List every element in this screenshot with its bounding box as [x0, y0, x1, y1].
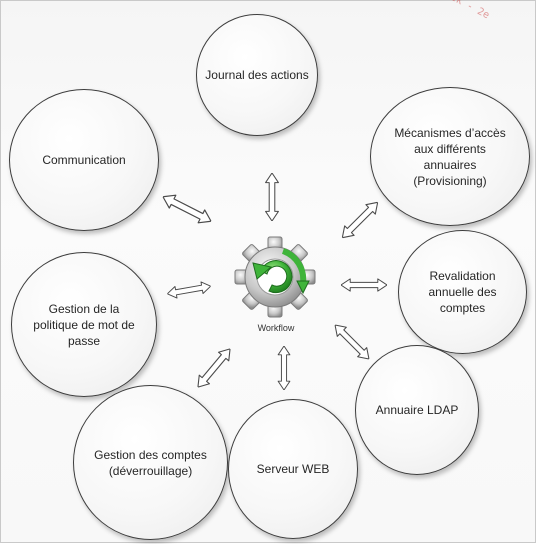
node-label: Serveur WEB — [256, 462, 330, 476]
node-label: Revalidation annuelle des comptes — [428, 269, 497, 315]
node-mecanismes-acces: Mécanismes d’accès aux différents annuai… — [370, 87, 530, 226]
node-label: Communication — [42, 153, 126, 167]
node-gestion-politique-mdp: Gestion de la politique de mot de passe — [11, 252, 157, 397]
arrow-center-gestion-comptes — [192, 345, 236, 391]
arrow-center-journal — [264, 173, 280, 221]
node-label: Mécanismes d’accès aux différents annuai… — [394, 125, 506, 188]
node-journal-des-actions: Journal des actions — [196, 14, 318, 136]
node-communication: Communication — [9, 89, 159, 231]
workflow-gear-icon — [234, 236, 316, 318]
arrow-center-serveur-web — [277, 346, 291, 390]
node-serveur-web: Serveur WEB — [228, 399, 358, 539]
arrow-center-annuaire-ldap — [329, 319, 375, 365]
arrow-center-gestion-mdp — [165, 279, 213, 301]
node-label: Gestion des comptes (déverrouillage) — [94, 447, 207, 478]
arrow-center-mecanismes — [336, 196, 384, 244]
node-label: Gestion de la politique de mot de passe — [33, 301, 135, 348]
node-revalidation-annuelle: Revalidation annuelle des comptes — [398, 230, 527, 354]
node-gestion-des-comptes: Gestion des comptes (déverrouillage) — [73, 385, 228, 540]
node-label: Annuaire LDAP — [375, 403, 459, 417]
arrow-center-revalidation — [341, 278, 387, 292]
arrow-center-communication — [159, 189, 215, 229]
node-annuaire-ldap: Annuaire LDAP — [355, 345, 479, 475]
node-label: Journal des actions — [205, 68, 309, 82]
workflow-label: Workflow — [257, 323, 295, 333]
